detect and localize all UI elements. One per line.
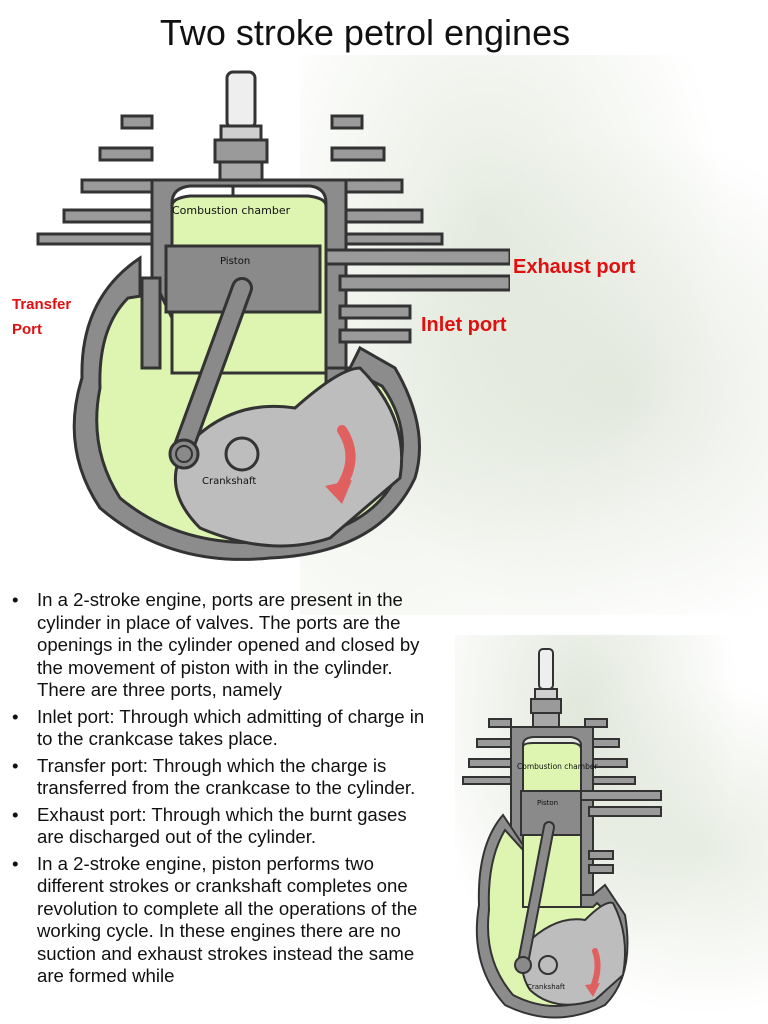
crankshaft-label: Crankshaft: [202, 476, 256, 487]
piston-label: Piston: [537, 799, 558, 807]
combustion-chamber-label: Combustion chamber: [517, 762, 598, 771]
piston-label: Piston: [220, 256, 250, 267]
list-item: Inlet port: Through which admitting of c…: [12, 706, 437, 751]
spark-plug-icon: [213, 70, 269, 184]
list-item: Transfer port: Through which the charge …: [12, 755, 437, 800]
spark-plug-icon: [530, 648, 562, 728]
transfer-port-label: Transfer Port: [12, 296, 72, 338]
rotation-arrow-icon: [325, 425, 356, 504]
crank-flywheel: [173, 366, 404, 548]
rotation-arrow-icon: [585, 948, 601, 997]
page-title: Two stroke petrol engines: [159, 12, 571, 53]
engine-diagram: Combustion chamber Piston Crankshaft: [36, 70, 510, 561]
crankshaft: [538, 955, 558, 975]
list-item: In a 2-stroke engine, ports are present …: [12, 589, 437, 702]
crankshaft-label: Crankshaft: [527, 983, 565, 991]
inlet-port-label: Inlet port: [421, 314, 507, 336]
bullet-list: In a 2-stroke engine, ports are present …: [12, 589, 437, 992]
cooling-fins: [36, 114, 444, 246]
combustion-chamber-label: Combustion chamber: [172, 204, 291, 217]
engine-diagram-small: Combustion chamber Piston Crankshaft: [462, 648, 662, 1019]
list-item: In a 2-stroke engine, piston performs tw…: [12, 853, 437, 988]
crankshaft: [224, 436, 260, 472]
list-item: Exhaust port: Through which the burnt ga…: [12, 804, 437, 849]
exhaust-port-label: Exhaust port: [513, 256, 636, 278]
